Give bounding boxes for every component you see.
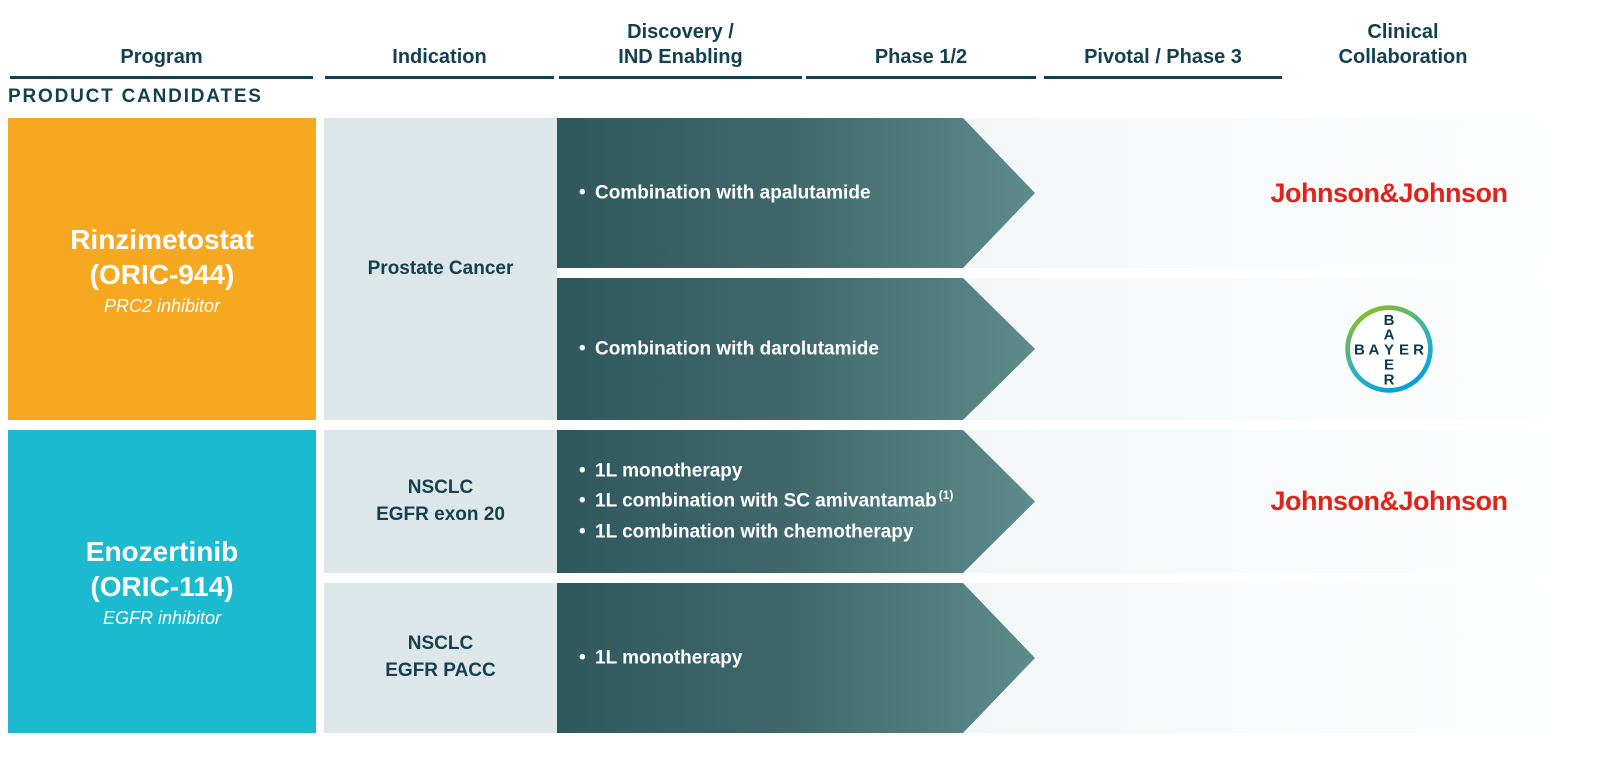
svg-text:B: B <box>1384 312 1395 329</box>
arrow-bullet: Combination with darolutamide <box>579 334 949 364</box>
svg-text:A: A <box>1369 342 1380 359</box>
svg-text:R: R <box>1384 371 1395 388</box>
svg-text:Y: Y <box>1384 342 1394 359</box>
program-code: (ORIC-114) <box>90 571 234 602</box>
arrow-bullet: Combination with apalutamide <box>579 178 949 208</box>
track-row: Combination with apalutamide Johnson&Joh… <box>557 118 1545 268</box>
column-header-clinical-collaboration: Clinical Collaboration <box>1338 21 1468 68</box>
program-mechanism: EGFR inhibitor <box>102 608 222 628</box>
program-block-rinzimetostat: Rinzimetostat (ORIC-944) PRC2 inhibitor <box>8 118 316 420</box>
track-row: Combination with darolutamide B A Y E R <box>557 278 1545 420</box>
svg-text:E: E <box>1384 357 1394 374</box>
track-row: 1L monotherapy <box>557 583 1545 733</box>
column-header-pivotal-phase-3: Pivotal / Phase 3 <box>1044 8 1282 79</box>
phase-arrow: Combination with darolutamide <box>557 278 1035 420</box>
collaborator-cell: B A Y E R B A E R <box>1239 278 1539 420</box>
johnson-and-johnson-logo: Johnson&Johnson <box>1270 486 1509 516</box>
phase-arrow: 1L monotherapy 1L combination with SC am… <box>557 430 1035 573</box>
program-mechanism: PRC2 inhibitor <box>103 295 221 316</box>
column-header-discovery-ind-enabling: Discovery / IND Enabling <box>559 8 802 79</box>
collaborator-cell: Johnson&Johnson <box>1239 118 1539 268</box>
svg-text:A: A <box>1384 327 1395 344</box>
arrow-bullet: 1L monotherapy <box>579 643 949 673</box>
program-name: Enozertinib <box>85 536 239 567</box>
arrow-bullet-list: Combination with darolutamide <box>579 334 949 364</box>
indication-nsclc-egfr-exon20: NSCLC EGFR exon 20 <box>324 430 557 573</box>
arrow-bullet: 1L monotherapy <box>579 456 949 486</box>
indication-nsclc-egfr-pacc: NSCLC EGFR PACC <box>324 583 557 733</box>
arrow-bullet: 1L combination with chemotherapy <box>579 517 949 547</box>
program-name: Rinzimetostat <box>70 223 254 255</box>
arrow-bullet-list: Combination with apalutamide <box>579 178 949 208</box>
bayer-logo: B A Y E R B A E R <box>1345 305 1433 393</box>
column-header-phase-1-2: Phase 1/2 <box>806 8 1036 79</box>
column-header-program: Program <box>10 8 313 79</box>
johnson-and-johnson-logo: Johnson&Johnson <box>1270 177 1509 208</box>
bayer-ring <box>1345 305 1433 393</box>
program-block-enozertinib: Enozertinib (ORIC-114) EGFR inhibitor <box>8 430 316 733</box>
arrow-bullet-list: 1L monotherapy <box>579 643 949 673</box>
phase-arrow: 1L monotherapy <box>557 583 1035 733</box>
arrow-bullet: 1L combination with SC amivantamab(1) <box>579 486 949 516</box>
svg-text:E: E <box>1399 342 1409 359</box>
collaborator-cell <box>1239 583 1539 733</box>
indication-prostate-cancer: Prostate Cancer <box>324 118 557 420</box>
svg-text:B: B <box>1354 342 1365 359</box>
program-code: (ORIC-944) <box>89 258 235 290</box>
phase-arrow: Combination with apalutamide <box>557 118 1035 268</box>
track-row: 1L monotherapy 1L combination with SC am… <box>557 430 1545 573</box>
arrow-bullet-list: 1L monotherapy 1L combination with SC am… <box>579 456 949 547</box>
section-title-product-candidates: PRODUCT CANDIDATES <box>8 86 263 107</box>
collaborator-cell: Johnson&Johnson <box>1239 430 1539 573</box>
column-header-indication: Indication <box>325 8 554 79</box>
svg-text:R: R <box>1413 342 1424 359</box>
